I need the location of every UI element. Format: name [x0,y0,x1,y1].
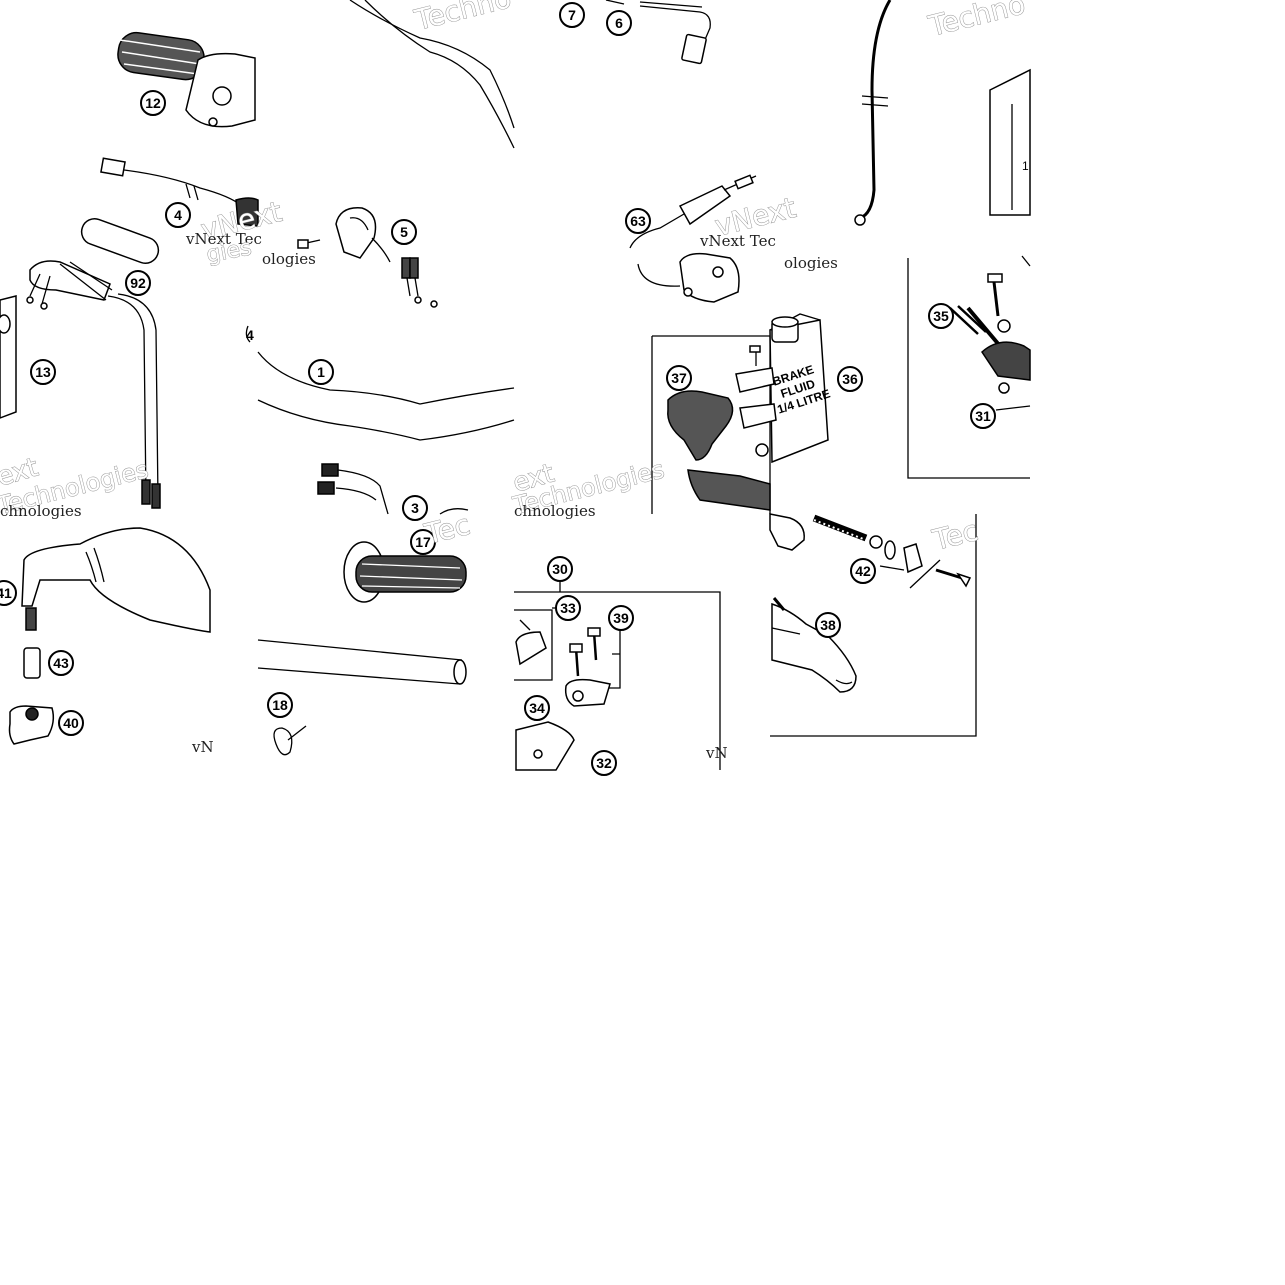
callout-39: 39 [608,605,634,631]
start-switch-63 [629,174,757,303]
watermark-ologies-2: ologies [784,254,838,272]
callout-43: 43 [48,650,74,676]
brake-lever-box [769,513,977,737]
watermark-techno-2: Techno [925,0,1029,43]
callout-63: 63 [625,208,651,234]
svg-text:40: 40 [63,715,79,731]
callout-3: 3 [402,495,428,521]
svg-text:32: 32 [596,755,612,771]
handlebar-top [349,0,515,149]
callout-40: 40 [58,710,84,736]
switch-clamp-5 [297,207,438,308]
callout-13: 13 [30,359,56,385]
svg-text:3: 3 [411,500,419,516]
callout-38: 38 [815,612,841,638]
svg-text:1: 1 [317,364,325,380]
watermark-chnologies-1: chnologies [0,502,82,520]
callout-41: 41 [0,580,17,606]
callout-18: 18 [267,692,293,718]
watermark-tec-2: Tec [929,514,982,557]
callout-7: 7 [559,2,585,28]
switch-connector-6-7 [605,0,711,65]
wire-harness-3 [317,463,469,515]
svg-text:7: 7 [568,7,576,23]
svg-text:39: 39 [613,610,629,626]
callout-33: 33 [555,595,581,621]
callout-92: 92 [125,270,151,296]
watermark-techno-1: Techno [411,0,515,37]
svg-text:33: 33 [560,600,576,616]
svg-text:4: 4 [246,327,254,343]
throttle-cables-92 [0,218,161,509]
svg-text:35: 35 [933,308,949,324]
svg-text:4: 4 [174,207,182,223]
svg-text:34: 34 [529,700,545,716]
callout-37: 37 [666,365,692,391]
svg-text:6: 6 [615,15,623,31]
grip-and-bar-17 [257,541,467,756]
mirror-assembly [8,527,211,745]
svg-text:41: 41 [0,585,12,601]
svg-text:1: 1 [1022,159,1029,173]
cable-and-box: 1 [854,0,1031,226]
svg-text:63: 63 [630,213,646,229]
watermark-vn-1: vN [191,738,214,756]
svg-text:38: 38 [820,617,836,633]
callout-6: 6 [606,10,632,36]
master-cylinder-parts-box [514,582,721,771]
callout-31-top: 31 [970,403,996,429]
watermark-vnext-tec-1: vNext Tec [185,230,262,248]
callout-4: 4 [165,202,191,228]
brake-master-cylinder-box [651,313,829,514]
svg-text:43: 43 [53,655,69,671]
watermark-ologies-1: ologies [262,250,316,268]
svg-text:92: 92 [130,275,146,291]
callout-5: 5 [391,219,417,245]
callout-17: 17 [410,529,436,555]
callout-34: 34 [524,695,550,721]
svg-text:17: 17 [415,534,431,550]
callout-1: 1 [308,359,334,385]
watermark-tec-1: Tec [421,508,474,551]
watermark-vnext-tec-2: vNext Tec [699,232,776,250]
svg-text:5: 5 [400,224,408,240]
svg-text:12: 12 [145,95,161,111]
svg-text:30: 30 [552,561,568,577]
callout-35: 35 [928,303,954,329]
svg-text:31: 31 [975,408,991,424]
svg-text:37: 37 [671,370,687,386]
svg-text:13: 13 [35,364,51,380]
svg-text:18: 18 [272,697,288,713]
watermark-chnologies-2: chnologies [514,502,596,520]
handlebar-1: 4 [245,325,515,441]
clutch-fitting-box [907,255,1031,479]
callout-36: 36 [837,366,863,392]
svg-text:42: 42 [855,563,871,579]
callout-30: 30 [547,556,573,582]
throttle-grip-assembly [117,31,256,128]
kill-switch-wire [100,157,259,227]
callout-32: 32 [591,750,617,776]
svg-text:36: 36 [842,371,858,387]
callout-12: 12 [140,90,166,116]
watermark-vn-2: vN [705,744,728,762]
callout-42: 42 [850,558,876,584]
